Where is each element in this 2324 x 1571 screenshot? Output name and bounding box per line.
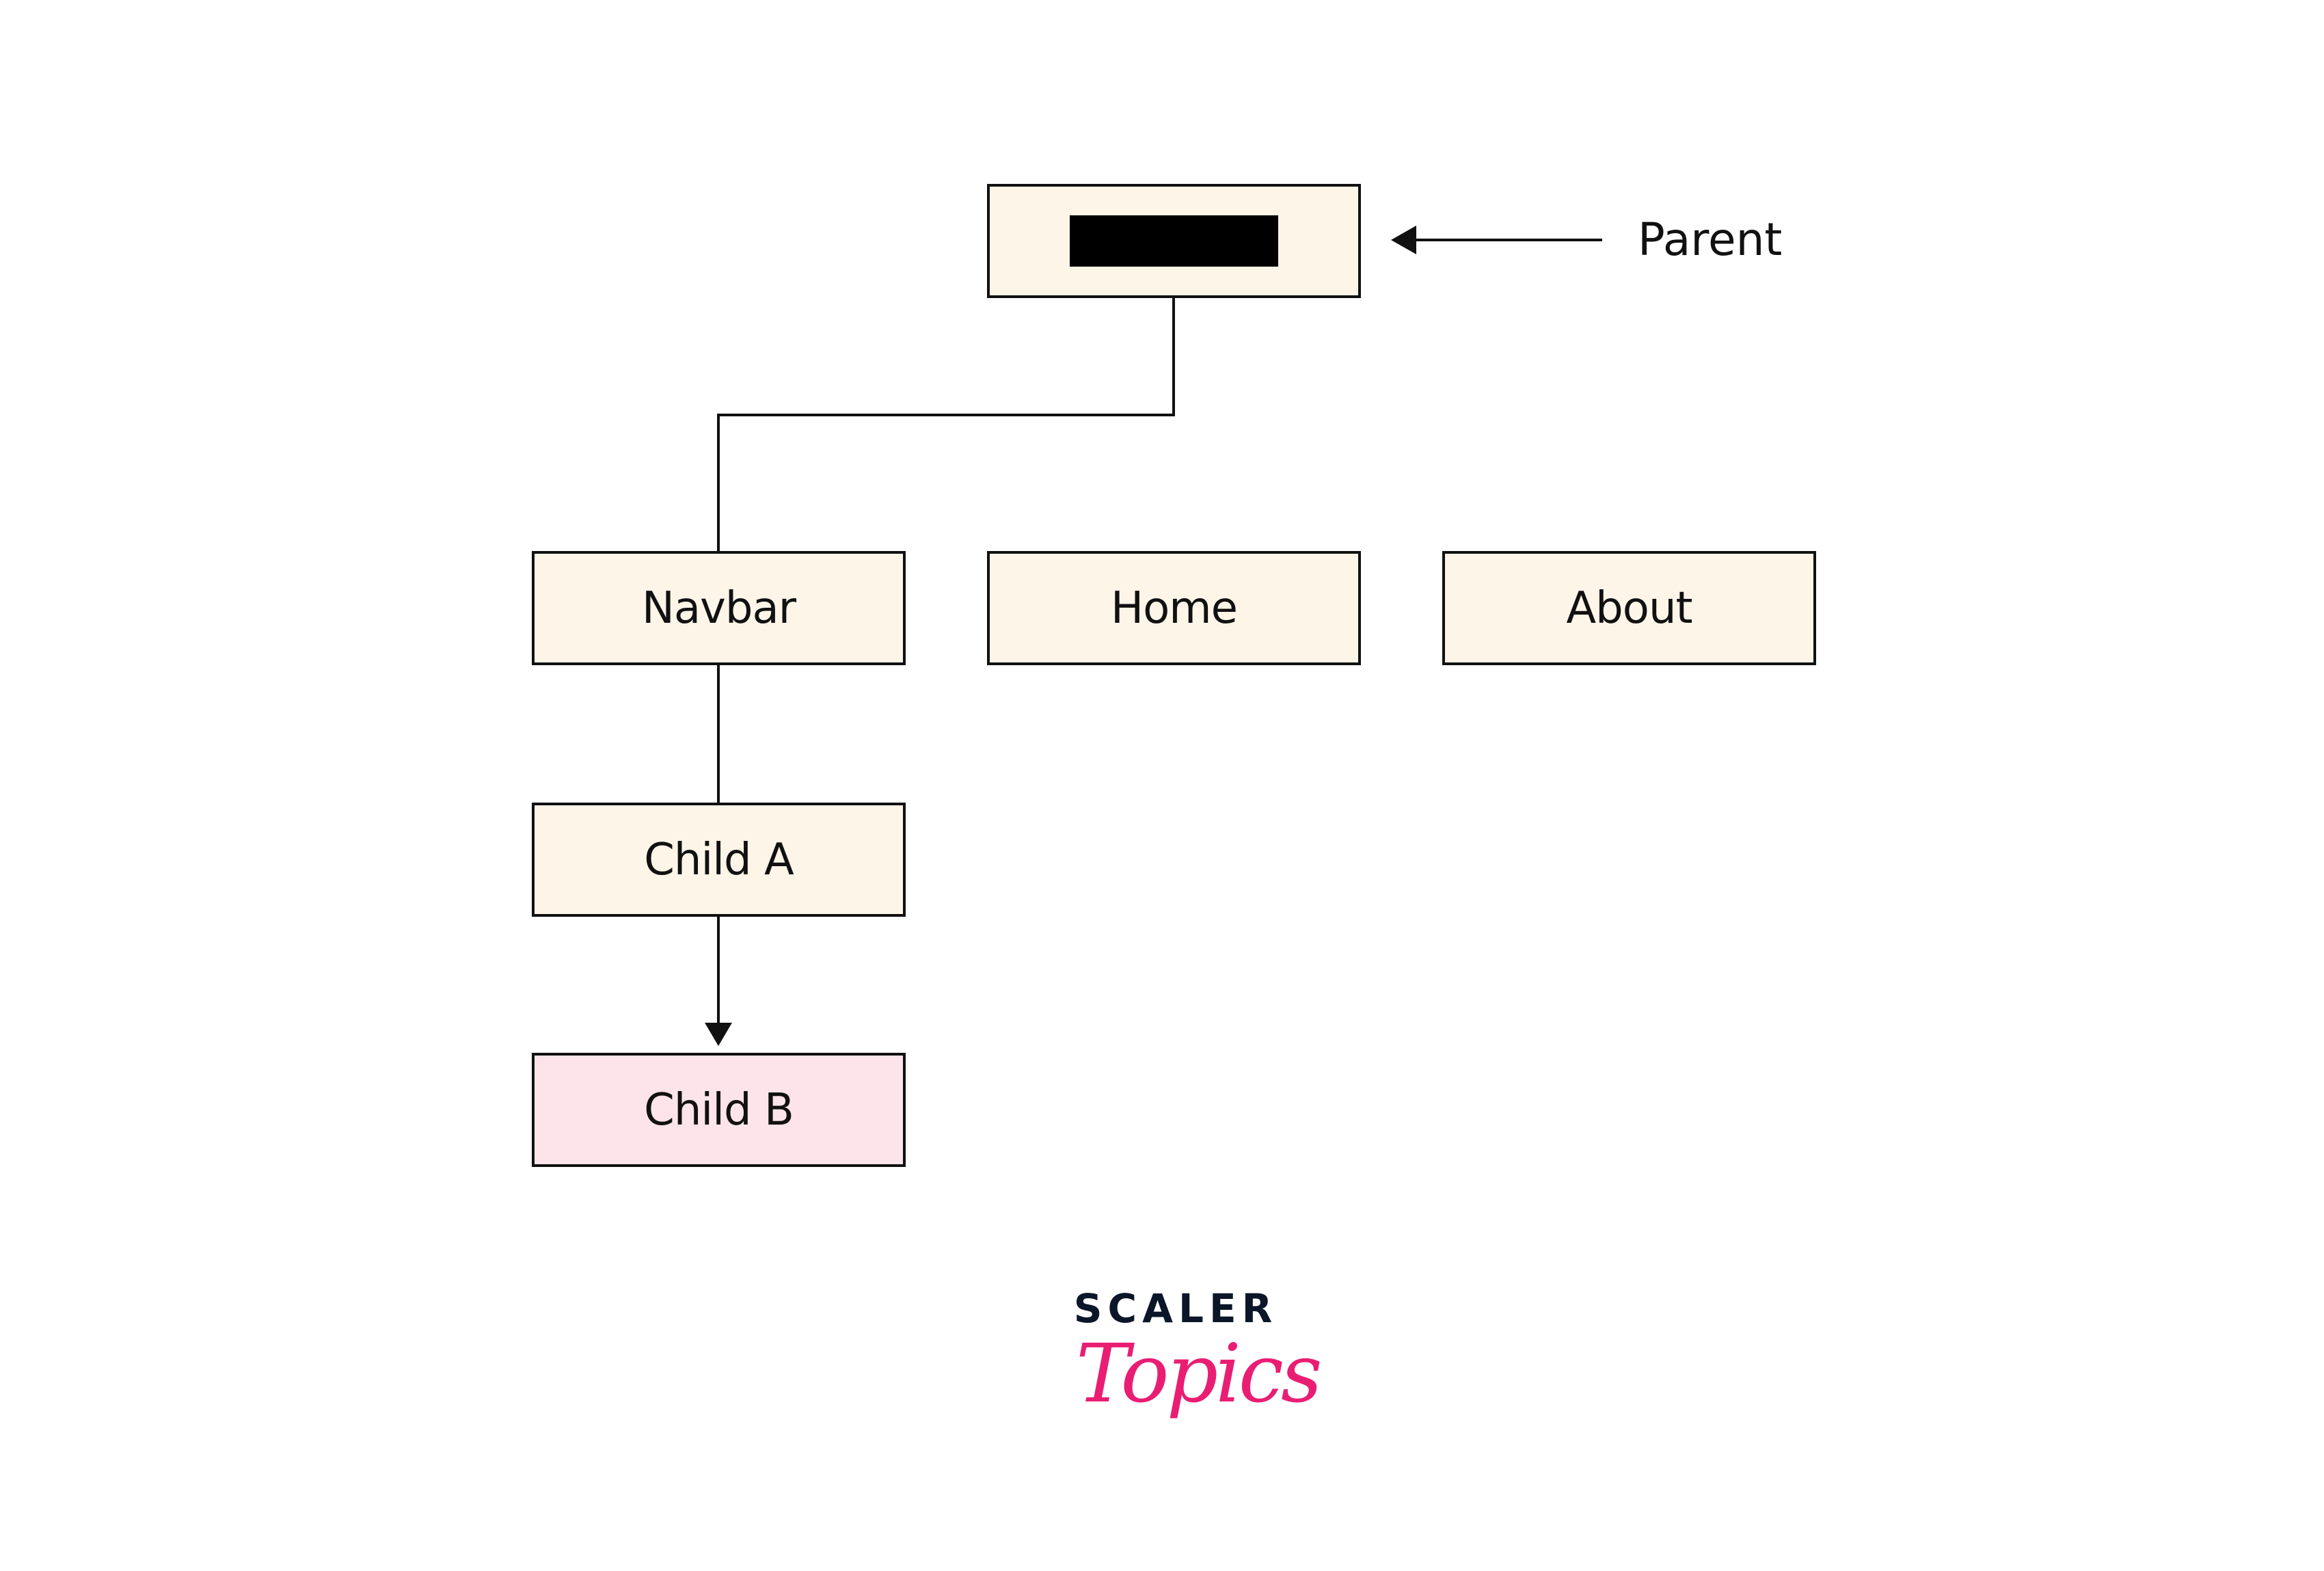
node-child-b: Child B xyxy=(532,1053,906,1167)
redacted-block xyxy=(1070,215,1278,267)
arrowhead-down-icon xyxy=(705,1023,732,1046)
node-child-a: Child A xyxy=(532,803,906,917)
logo-topics-text: Topics xyxy=(1076,1326,1323,1421)
node-navbar: Navbar xyxy=(532,551,906,665)
node-about: About xyxy=(1442,551,1816,665)
scaler-topics-logo: SCALER Topics xyxy=(1066,1285,1323,1456)
arrowhead-left-icon xyxy=(1391,226,1416,254)
parent-label: Parent xyxy=(1638,213,1783,266)
logo-scaler-text: SCALER xyxy=(1073,1285,1278,1332)
node-home: Home xyxy=(987,551,1361,665)
parent-node xyxy=(987,184,1361,298)
parent-to-navbar-connector xyxy=(717,298,1175,551)
